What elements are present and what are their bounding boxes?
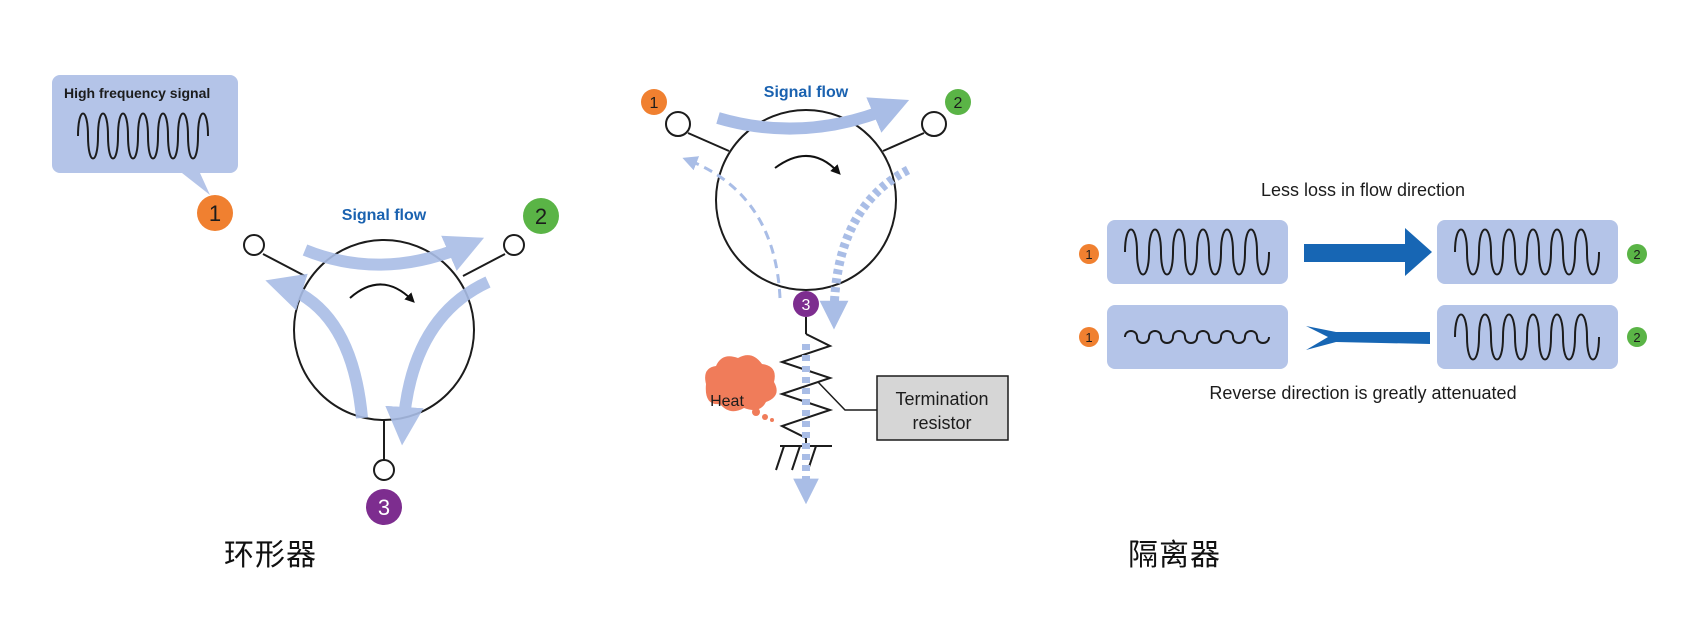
reverse-attenuated-label: Reverse direction is greatly attenuated: [1209, 383, 1516, 403]
isolator-caption: 隔离器: [1128, 538, 1221, 573]
high-frequency-signal-box: High frequency signal: [52, 75, 238, 195]
signal-box-label: High frequency signal: [64, 85, 210, 101]
heat-label: Heat: [710, 393, 744, 410]
svg-text:2: 2: [954, 95, 963, 112]
port-1-terminal: [243, 234, 265, 256]
termination-resistor-label: Termination resistor: [876, 375, 1009, 441]
svg-text:resistor: resistor: [912, 413, 971, 433]
iso-port-1-badge: 1: [641, 89, 667, 115]
svg-text:2: 2: [1633, 247, 1640, 262]
iso-port-2-terminal: [921, 111, 947, 137]
svg-text:3: 3: [802, 297, 811, 314]
right-arrow-icon: [1304, 228, 1432, 276]
heat-cloud-icon: Heat: [705, 355, 777, 422]
flow-arrows: [265, 235, 491, 446]
iso-flow-arrows: [682, 97, 911, 330]
svg-text:1: 1: [209, 201, 221, 226]
small-sine-wave-icon: [1124, 330, 1270, 344]
port-3-terminal: [373, 459, 395, 481]
isolator-junction: [715, 109, 897, 291]
svg-text:Termination: Termination: [895, 389, 988, 409]
iso-rotation-arrow-icon: [774, 154, 841, 175]
rotation-arrow-icon: [349, 283, 415, 303]
reverse-row: 1 2: [1079, 305, 1647, 369]
circulator-diagram: High frequency signal 1 2 3 Sig: [52, 75, 559, 525]
svg-text:1: 1: [650, 95, 659, 112]
iso-port-1-terminal: [665, 111, 691, 137]
iso-port-2-badge: 2: [945, 89, 971, 115]
sine-wave-icon: [1454, 228, 1600, 276]
left-arrow-icon: [1306, 326, 1430, 350]
isolator-circuit-diagram: 1 2 Signal flow 3: [641, 84, 1009, 505]
port-3-badge: 3: [366, 489, 402, 525]
svg-text:1: 1: [1085, 330, 1092, 345]
svg-text:2: 2: [535, 204, 547, 229]
sine-wave-icon: [1454, 313, 1600, 361]
port-1-badge: 1: [197, 195, 233, 231]
forward-row: 1 2: [1079, 220, 1647, 284]
svg-text:3: 3: [378, 495, 390, 520]
port-2-badge: 2: [523, 198, 559, 234]
resistor-icon: [778, 333, 834, 446]
less-loss-label: Less loss in flow direction: [1261, 180, 1465, 200]
sine-wave-icon: [77, 112, 209, 160]
signal-flow-label: Signal flow: [342, 207, 427, 224]
circulator-caption: 环形器: [224, 538, 317, 573]
port-2-terminal: [503, 234, 525, 256]
isolator-behavior-diagram: Less loss in flow direction 1 2 1 2 Reve…: [1079, 180, 1647, 403]
iso-port-3-badge: 3: [793, 291, 819, 317]
iso-signal-flow-label: Signal flow: [764, 84, 849, 101]
svg-text:1: 1: [1085, 247, 1092, 262]
svg-text:2: 2: [1633, 330, 1640, 345]
sine-wave-icon: [1124, 228, 1270, 276]
